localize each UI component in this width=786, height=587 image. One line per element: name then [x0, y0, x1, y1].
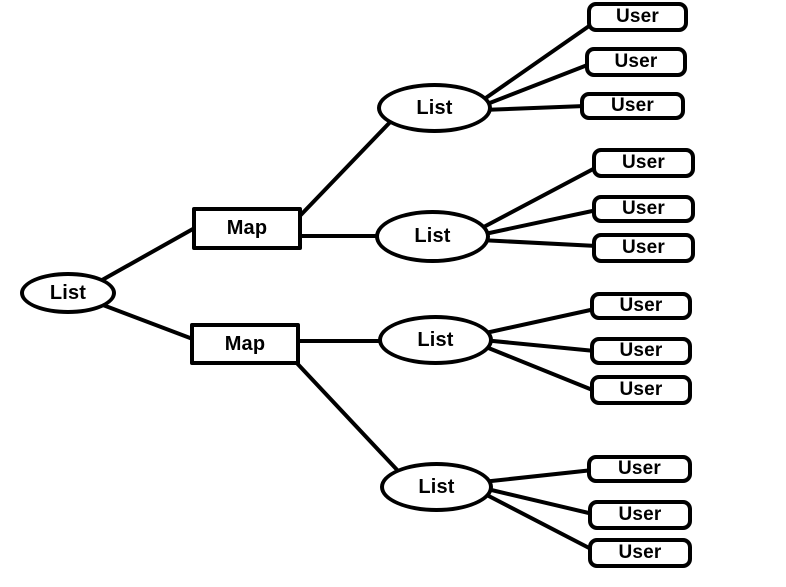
user-node-2: User	[585, 47, 687, 77]
edge-list4-user10	[480, 468, 595, 484]
user-node-5: User	[592, 195, 695, 223]
edge-list3-user9	[479, 343, 597, 393]
edge-list4-user12	[479, 490, 595, 552]
user-node-6: User	[592, 233, 695, 263]
user-node-12: User	[588, 538, 692, 568]
user-node-1: User	[587, 2, 688, 32]
user-node-11: User	[588, 500, 692, 530]
edge-list2-user6	[478, 238, 599, 248]
user-node-8: User	[590, 337, 692, 365]
edge-list1-user1	[478, 22, 594, 104]
user-node-10: User	[587, 455, 692, 483]
user-node-9: User	[590, 375, 692, 405]
edge-map2-list4	[291, 357, 402, 475]
edge-list1-user3	[480, 104, 587, 112]
list-node-3: List	[378, 315, 493, 365]
edge-list4-user11	[481, 486, 595, 516]
edge-root-map2	[93, 300, 200, 343]
user-node-3: User	[580, 92, 685, 120]
edge-root-map1	[93, 223, 202, 286]
list-node-1: List	[377, 83, 492, 133]
list-node-4: List	[380, 462, 493, 512]
edge-list3-user7	[479, 307, 597, 336]
edge-map1-list1	[293, 115, 397, 223]
list-node-2: List	[375, 210, 490, 263]
user-node-7: User	[590, 292, 692, 320]
user-node-4: User	[592, 148, 695, 178]
edge-list2-user4	[476, 165, 599, 232]
root-list-node: List	[20, 272, 116, 314]
edge-list3-user8	[481, 338, 597, 353]
map-node-1: Map	[192, 207, 302, 250]
edge-list1-user2	[480, 62, 592, 108]
edge-list2-user5	[478, 208, 599, 237]
map-node-2: Map	[190, 323, 300, 365]
